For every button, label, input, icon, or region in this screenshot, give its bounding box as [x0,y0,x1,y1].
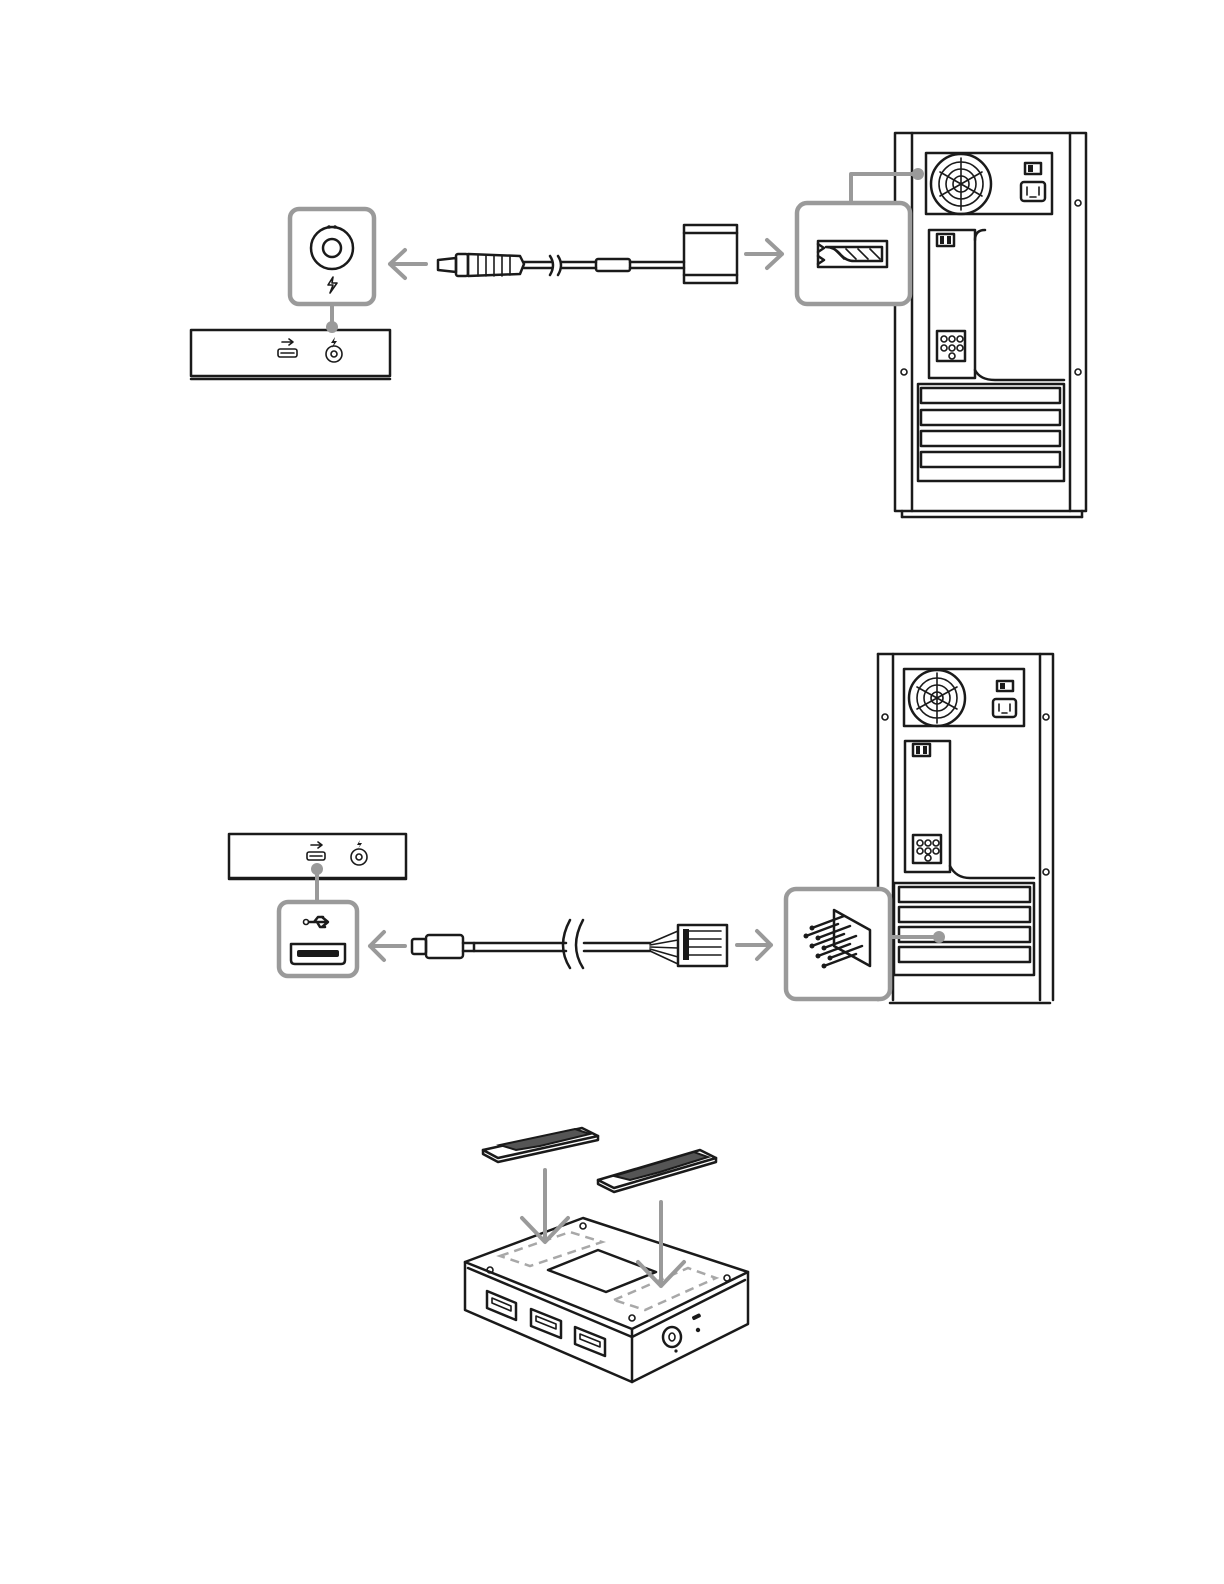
hub-device-isometric [465,1218,748,1382]
hub-device-top [191,330,390,379]
arrow-right-icon [737,931,771,959]
micro-usb-port [307,852,325,860]
micro-usb-port [278,349,297,357]
dc-power-port [351,849,367,865]
power-socket-icon [993,699,1016,717]
fan-icon [909,670,965,726]
usb-header-cable [412,920,727,968]
lightning-icon [357,840,362,849]
usb-a-port [531,1309,561,1338]
figure-molex-power [191,133,1086,517]
arrow-right-icon [746,240,782,268]
callout-usb-header [786,889,945,999]
dc-power-port [326,346,342,362]
dc-power-port [663,1327,681,1347]
power-cable [438,225,737,283]
usb-a-port [487,1291,516,1320]
arrow-down-icon [522,1170,568,1242]
arrow-left-icon [370,932,405,960]
usb-icon [311,842,322,848]
pc-tower [878,654,1053,1003]
usb-a-port [575,1327,605,1356]
adhesive-pad-left [483,1128,598,1162]
adhesive-pad-right [598,1150,716,1192]
arrow-left-icon [390,250,426,278]
figure-adhesive-pads [465,1128,748,1382]
pc-tower [895,133,1086,517]
callout-molex [797,168,924,304]
fan-icon [931,154,991,214]
usb-icon [282,339,293,345]
figure-usb-header [229,654,1053,1003]
power-socket-icon [1021,182,1045,201]
callout-dc-port [290,209,374,333]
